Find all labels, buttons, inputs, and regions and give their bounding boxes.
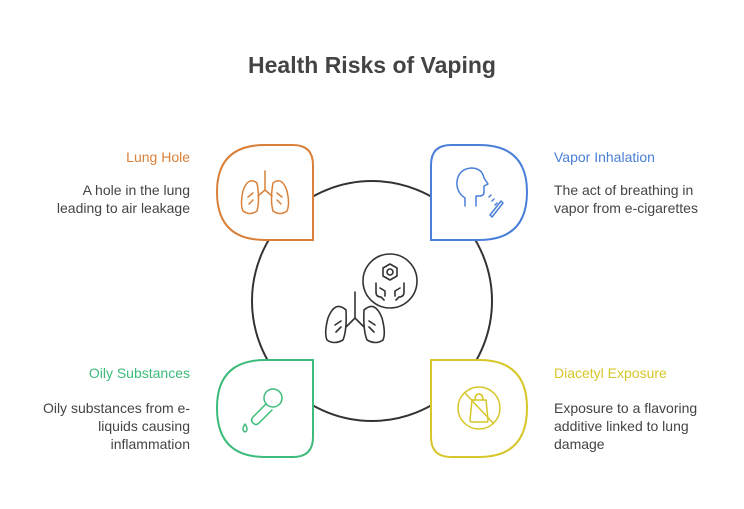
chemical-hand-icon bbox=[362, 253, 418, 309]
description-line: Exposure to a flavoring bbox=[554, 400, 698, 416]
oily-substances-label: Oily Substances bbox=[88, 365, 190, 381]
description-line: liquids causing bbox=[98, 418, 190, 434]
head-vapor-icon bbox=[456, 167, 504, 218]
description-line: The act of breathing in bbox=[554, 182, 694, 198]
vapor-inhalation-card bbox=[430, 144, 529, 241]
diacetyl-exposure-label: Diacetyl Exposure bbox=[554, 365, 667, 381]
lungs-icon bbox=[324, 291, 386, 344]
lungs-icon bbox=[240, 170, 290, 215]
oily-substances-card bbox=[215, 359, 314, 458]
lung-hole-label: Lung Hole bbox=[126, 149, 190, 165]
description-line: leading to air leakage bbox=[56, 200, 190, 216]
page-title: Health Risks of Vaping bbox=[248, 52, 496, 78]
vapor-inhalation-description: The act of breathing in vapor from e-cig… bbox=[554, 181, 698, 217]
description-line: A hole in the lung bbox=[82, 182, 190, 198]
dropper-icon bbox=[242, 388, 283, 433]
no-bag-icon bbox=[457, 386, 501, 430]
lung-hole-description: A hole in the lung leading to air leakag… bbox=[57, 181, 190, 217]
center-circle bbox=[251, 180, 493, 422]
description-line: inflammation bbox=[110, 436, 190, 452]
diacetyl-exposure-card bbox=[430, 359, 529, 458]
oily-substances-description: Oily substances from e- liquids causing … bbox=[43, 399, 190, 453]
lung-hole-card bbox=[215, 144, 314, 241]
diacetyl-exposure-description: Exposure to a flavoring additive linked … bbox=[554, 399, 697, 453]
description-line: vapor from e-cigarettes bbox=[554, 200, 698, 216]
description-line: additive linked to lung bbox=[554, 418, 689, 434]
description-line: damage bbox=[554, 436, 605, 452]
description-line: Oily substances from e- bbox=[42, 400, 190, 416]
vapor-inhalation-label: Vapor Inhalation bbox=[554, 149, 655, 165]
